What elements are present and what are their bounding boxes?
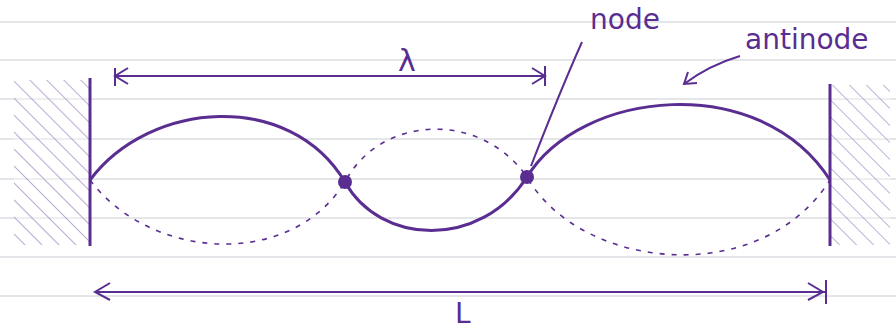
wavelength-arrow xyxy=(115,66,545,86)
node-dot xyxy=(520,170,534,184)
wall-right xyxy=(830,84,890,246)
wavelength-label: λ xyxy=(398,46,416,76)
antinode-label: antinode xyxy=(745,26,869,54)
string-wave-solid xyxy=(90,104,830,230)
length-label: L xyxy=(455,300,471,328)
string-wave-dashed xyxy=(90,129,830,255)
ruled-paper-lines xyxy=(0,22,896,296)
antinode-leader xyxy=(684,56,740,84)
node-leader xyxy=(531,42,582,166)
wall-left xyxy=(14,78,90,246)
node-dot xyxy=(338,175,352,189)
node-label: node xyxy=(590,6,660,34)
